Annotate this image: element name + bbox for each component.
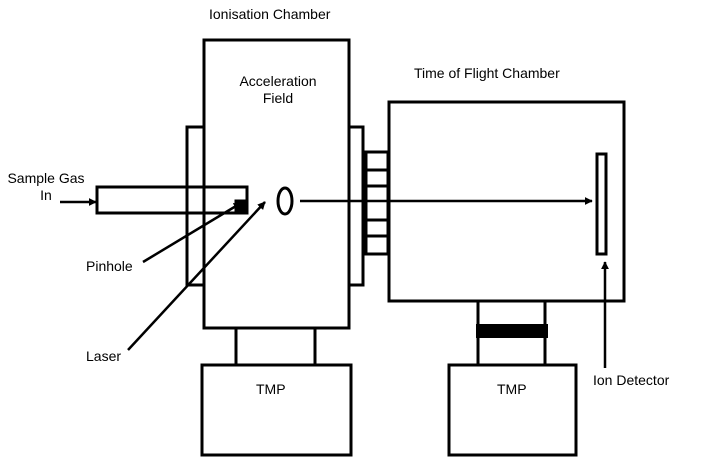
sample-gas-tube bbox=[95, 185, 249, 215]
tmp-left-box bbox=[200, 363, 353, 457]
pinhole-pointer bbox=[142, 201, 242, 264]
laser-label: Laser bbox=[86, 348, 122, 364]
pinhole-label: Pinhole bbox=[86, 258, 133, 274]
sample-gas-line1: Sample Gas bbox=[7, 170, 85, 186]
sample-gas-label: Sample Gas In bbox=[6, 170, 86, 204]
sample-gas-line2: In bbox=[40, 187, 52, 203]
tof-chamber-label: Time of Flight Chamber bbox=[414, 65, 560, 81]
acceleration-field-line1: Acceleration bbox=[239, 73, 317, 89]
acceleration-field-line2: Field bbox=[262, 90, 294, 106]
ion-detector-label: Ion Detector bbox=[593, 372, 670, 388]
tmp-right-box bbox=[447, 363, 578, 457]
ionisation-chamber-label: Ionisation Chamber bbox=[209, 6, 331, 22]
tmp-right-label: TMP bbox=[497, 381, 527, 397]
tmp-left-label: TMP bbox=[256, 381, 286, 397]
tmp-right-coupling bbox=[476, 324, 548, 338]
ionisation-chamber-left-flange bbox=[185, 125, 206, 287]
coupling-flange bbox=[364, 150, 390, 256]
ionisation-chamber-right-flange bbox=[347, 125, 365, 287]
ion-source-ring bbox=[276, 186, 294, 216]
ion-detector-plate bbox=[595, 152, 608, 256]
laser-pointer bbox=[127, 201, 266, 351]
acceleration-field-label: Acceleration Field bbox=[226, 73, 330, 107]
